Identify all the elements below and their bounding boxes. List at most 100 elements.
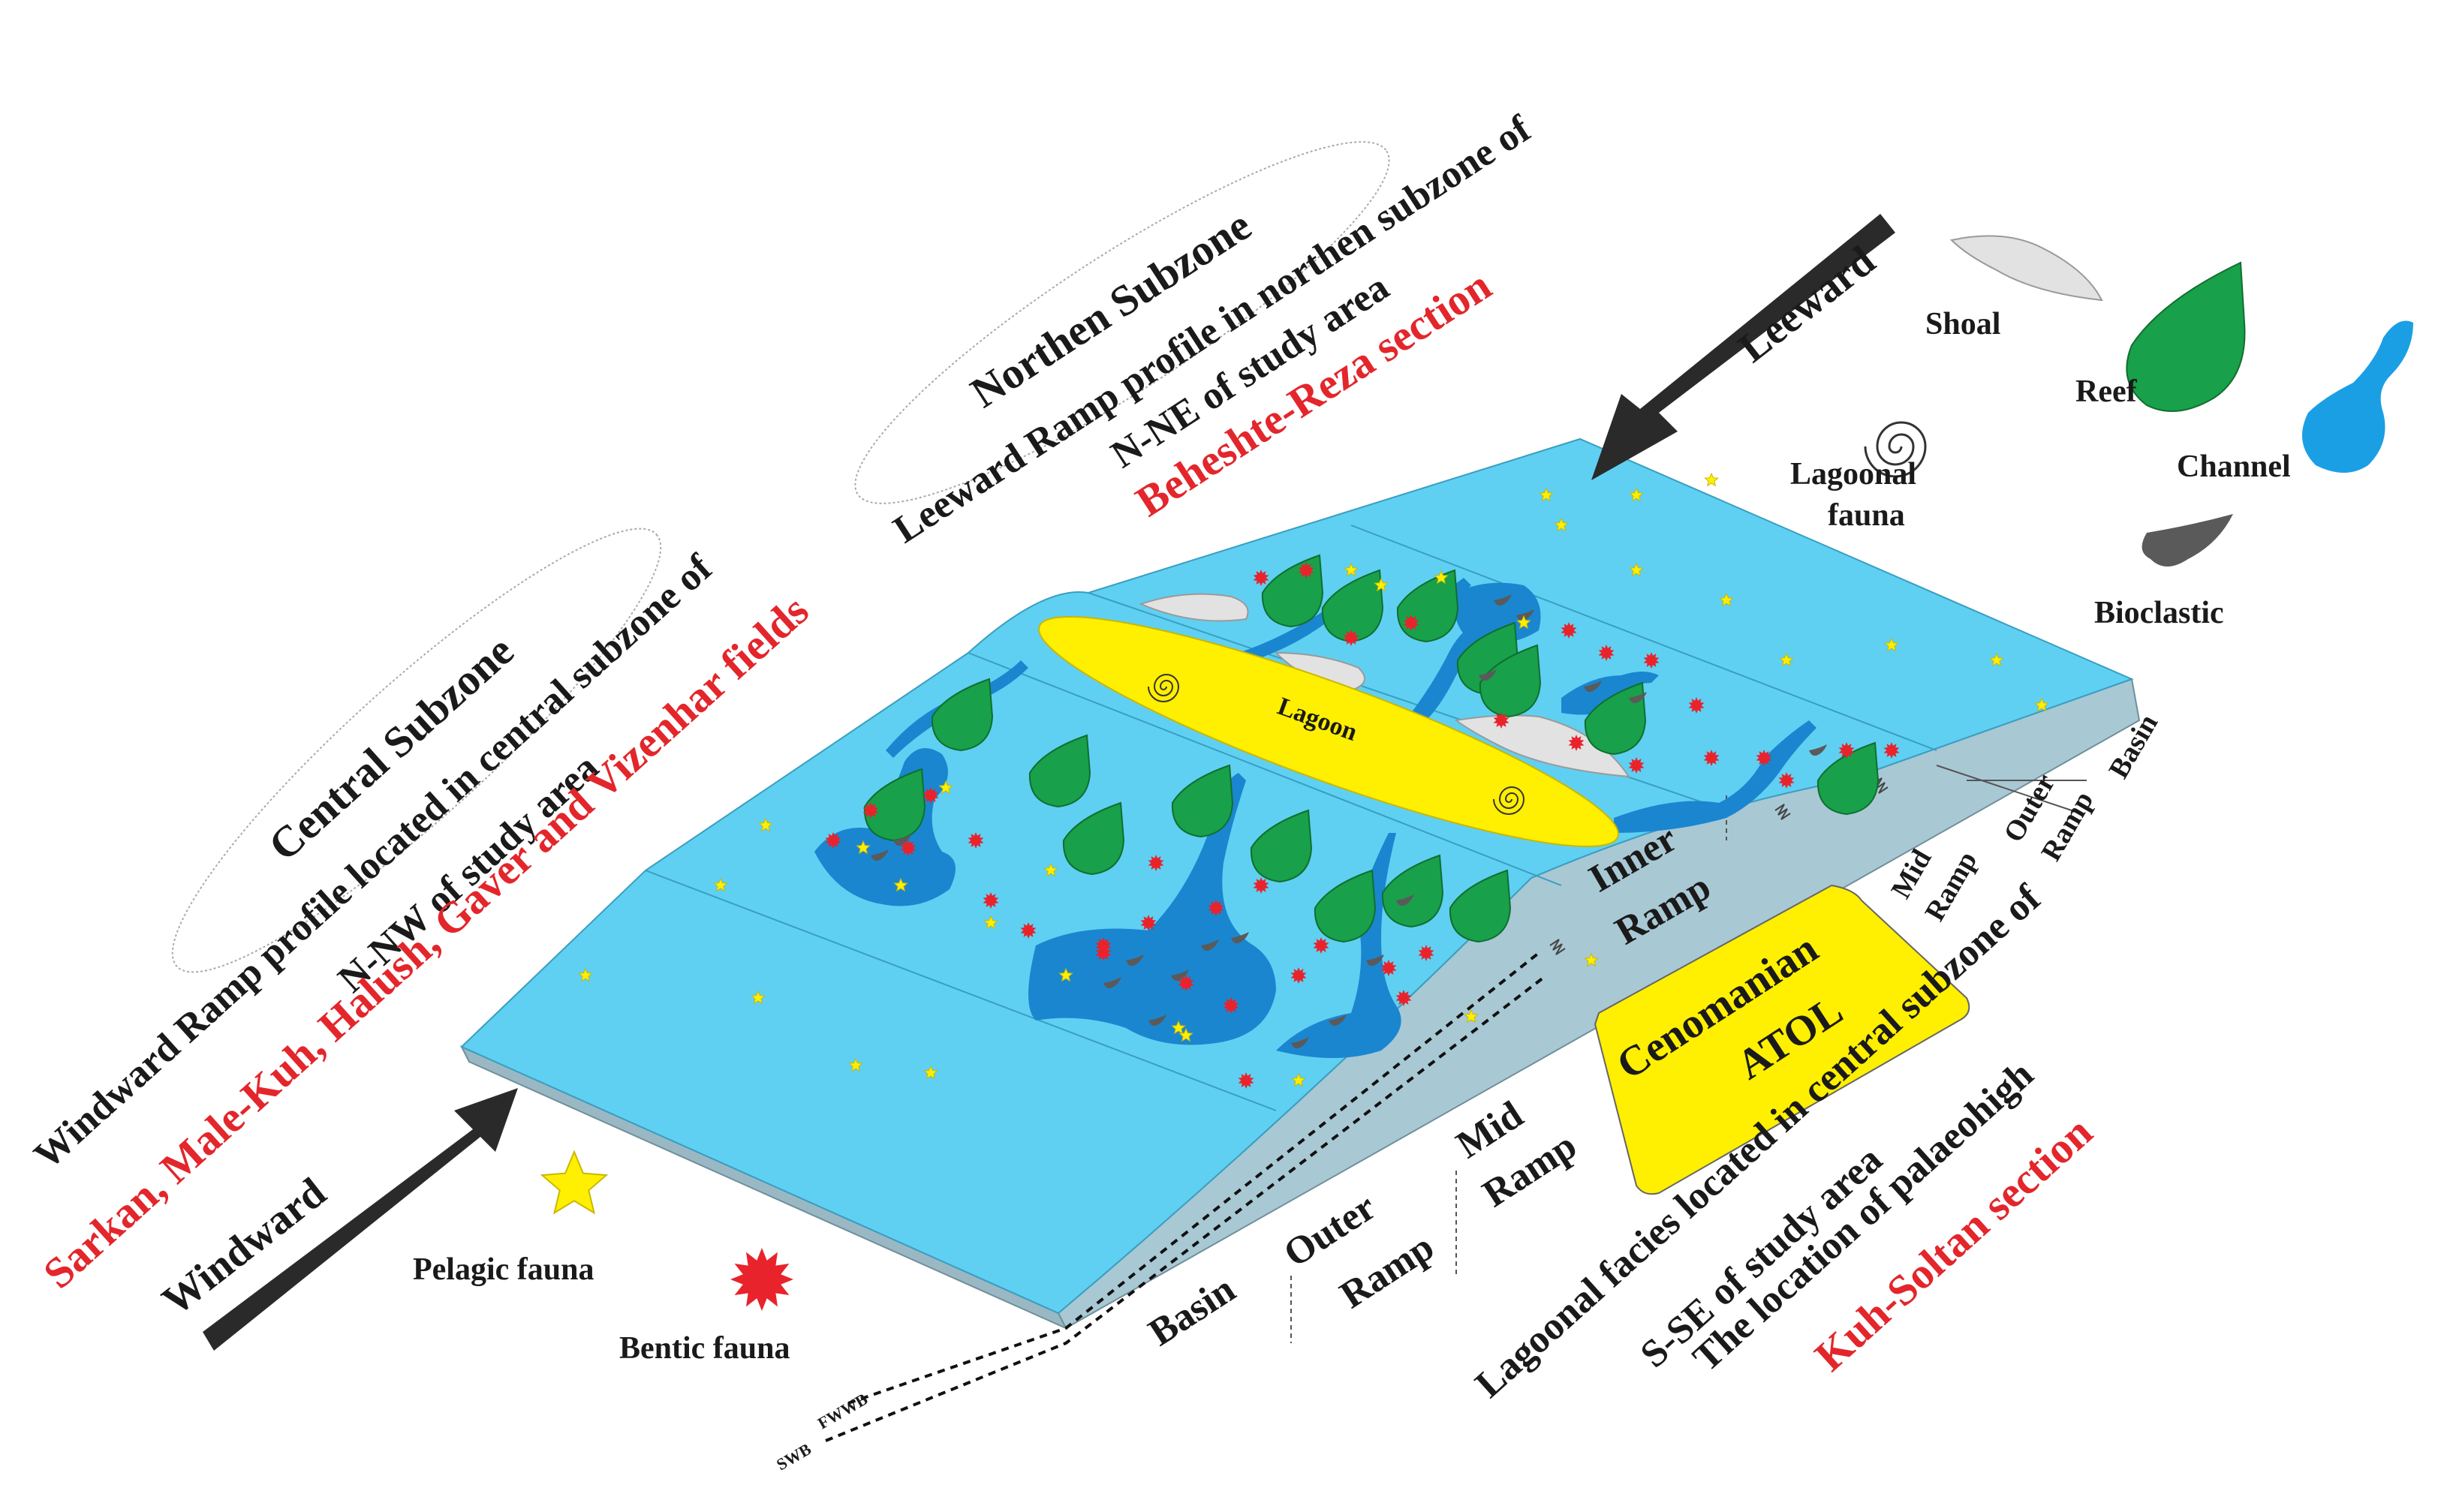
pelagic-fauna-marks [578, 472, 2049, 1087]
leeward-arrow-shape [1591, 214, 1895, 480]
pelagic-star-mark [578, 967, 593, 982]
windward-arrow-shape [203, 1088, 518, 1351]
bentic-star-mark [1343, 630, 1359, 646]
spiral-icon [1493, 786, 1525, 815]
bentic-star-mark [1403, 615, 1419, 631]
lagoonal-fauna-legend-label-2: fauna [1828, 498, 1905, 533]
bentic-legend-icon [730, 1248, 793, 1311]
pelagic-star-mark [1344, 562, 1359, 577]
bentic-legend-label: Bentic fauna [619, 1331, 790, 1366]
zigzag-marker [1549, 939, 1566, 955]
bioclastic-mark [1201, 939, 1219, 951]
pelagic-legend-star [540, 1150, 609, 1215]
reef-mark [1321, 569, 1384, 643]
pelagic-star-mark [893, 877, 908, 892]
pelagic-star-mark [1434, 570, 1449, 585]
bioclastic-mark [1809, 744, 1827, 756]
bioclastic-legend-label: Bioclastic [2094, 596, 2224, 630]
reef-mark [863, 768, 926, 842]
bentic-star-mark [1380, 960, 1397, 976]
bioclastic-mark [1629, 692, 1647, 704]
shoal-legend-label: Shoal [1925, 307, 2000, 341]
legend: Shoal Reef Channel Lagoonal fauna Biocla… [413, 235, 2413, 1366]
bentic-star-mark [1095, 937, 1112, 954]
leeward-arrow: Leeward [1591, 214, 1895, 480]
zigzag-marker [1774, 804, 1791, 820]
bioclastic-mark [1329, 1015, 1347, 1027]
bioclastics [871, 594, 1827, 1049]
shoal-legend-icon [1949, 235, 2103, 302]
channel-body [1614, 720, 1816, 833]
bentic-star-mark [1290, 967, 1307, 984]
bentic-star-mark [1238, 1072, 1254, 1089]
pelagic-star-mark [1539, 487, 1554, 502]
shoals [1139, 593, 1630, 778]
channel-body [1028, 773, 1276, 1045]
bioclastic-mark [1494, 594, 1512, 606]
pelagic-star-mark [923, 1065, 938, 1080]
pelagic-star-mark [1884, 637, 1899, 652]
bentic-star-mark [923, 787, 939, 804]
bioclastic-mark [893, 834, 911, 846]
bentic-star-mark [1395, 990, 1412, 1006]
bentic-star-mark [1313, 937, 1329, 954]
bentic-star-mark [1756, 750, 1772, 766]
lagoonal-fauna-legend-label-1: Lagoonal [1790, 457, 1916, 491]
bentic-star-mark [1568, 735, 1585, 751]
bioclastic-mark [1479, 669, 1497, 681]
pelagic-star-mark [1629, 487, 1644, 502]
bentic-star-mark [900, 840, 917, 856]
bentic-star-mark [1178, 975, 1194, 991]
pelagic-star-mark [1779, 652, 1794, 667]
pelagic-star-mark [758, 817, 773, 832]
pelagic-star-mark [713, 877, 728, 892]
shoal-body [1139, 593, 1249, 622]
fwwb-line [847, 951, 1540, 1405]
pelagic-star-mark [848, 1057, 863, 1072]
bioclastic-mark [1366, 954, 1384, 966]
fold-line-4 [1350, 525, 1937, 751]
bentic-star-mark [1298, 562, 1314, 579]
pelagic-star-mark [1704, 472, 1719, 487]
bentic-star-mark [1208, 900, 1224, 916]
pelagic-star-mark [1058, 967, 1073, 982]
front-basin-label: Basin [1141, 1268, 1242, 1355]
pelagic-legend-icon [540, 1150, 609, 1215]
fold-line-2 [968, 652, 1562, 886]
reef-mark [1816, 741, 1880, 816]
reef-mark [1381, 854, 1444, 928]
lagoonal-fauna-marks [1148, 674, 1525, 815]
bentic-star-mark [1140, 915, 1157, 931]
channel-body [1239, 608, 1336, 660]
bioclastic-mark [1148, 1015, 1166, 1027]
pelagic-star-mark [1043, 862, 1058, 877]
reef-mark [1250, 809, 1313, 883]
bioclastic-mark [1103, 977, 1121, 989]
bioclastic-mark [1126, 954, 1144, 966]
leeward-label: Leeward [1730, 237, 1884, 371]
bentic-star-mark [862, 802, 879, 819]
ramp-block: FWWB SWB Lagoon [459, 437, 2141, 1474]
bentic-star-mark [1778, 772, 1795, 789]
zigzag-marker [1872, 777, 1889, 794]
side-boundary-2 [1936, 765, 2072, 811]
bentic-star-mark [1253, 570, 1269, 586]
channel-legend-label: Channel [2177, 449, 2291, 484]
bentic-star-mark [1628, 757, 1645, 774]
northern-subzone-ellipse [854, 141, 1390, 504]
lagoon [1038, 616, 1619, 847]
reef-mark [1314, 869, 1377, 943]
pelagic-star-mark [983, 915, 998, 930]
pelagic-star-mark [1629, 562, 1644, 577]
pelagic-star-mark [1516, 615, 1531, 630]
pelagic-star-mark [1719, 592, 1734, 607]
bentic-star-mark [1643, 652, 1660, 669]
swb-label: SWB [773, 1439, 814, 1474]
bentic-star-mark [1020, 922, 1037, 939]
bentic-star-mark [1688, 697, 1705, 714]
bioclastic-mark [1396, 894, 1414, 906]
pelagic-star-mark [1171, 1020, 1186, 1035]
bentic-star-mark [1418, 945, 1434, 961]
bioclastic-mark [871, 849, 889, 861]
